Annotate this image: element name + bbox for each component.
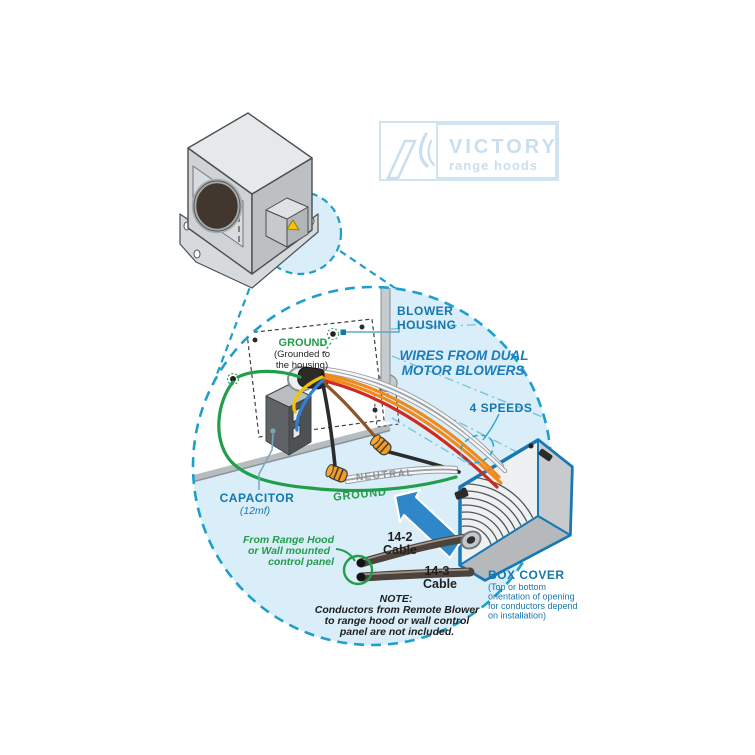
ground-wire-label: GROUND [333,486,388,504]
cable-end-2 [356,573,366,581]
wires [217,366,508,493]
callout-line-left [201,265,260,412]
blower-top-face [187,112,313,195]
logo-outer-border [379,121,559,181]
box-cover-label-1: BOX COVER [488,568,565,582]
unit-junction-box [265,197,309,248]
orange-wire-2 [323,376,503,485]
victory-leaf-icon [386,132,436,180]
ground-housing-label-1: GROUND [279,337,328,349]
from-range-hood-label-2: or Wall mounted [248,545,331,557]
ground-housing-label-2: (Grounded to [274,349,330,360]
annotation-shapes [258,327,500,586]
capacitor-label: CAPACITOR [220,491,295,505]
red-wire [323,379,499,489]
four-speeds-label: 4 SPEEDS [470,401,533,415]
neutral-label: NEUTRAL [356,467,415,483]
ground-screw-top [327,328,339,340]
note-label-3: to range hood or wall control [325,615,471,627]
box-connector-stub [538,448,553,462]
cable-ends-circle [342,554,374,586]
ground-wire-stub [236,369,302,379]
yellow-wire [292,375,324,414]
note-label-2: Conductors from Remote Blower [315,604,480,616]
wire-nut-2 [369,434,392,456]
supply-cables [356,533,475,582]
wires-from-dual-label-1: WIRES FROM DUAL [400,348,529,363]
cable-14-3 [356,567,475,582]
box-cover-label-3: orientation of opening [488,592,575,602]
from-range-hood-label-1: From Range Hood [243,534,335,546]
orange-wire-1 [324,373,501,479]
white-wires-top [323,366,508,474]
cable-entry-ring [460,530,482,550]
wire-nut-1 [325,463,348,483]
brown-wire [322,381,380,442]
ground-label-leaders [320,336,333,354]
cable-14-2-label-1: 14-2 [387,530,412,544]
housing-corner-edge [380,287,391,390]
blue-wire [295,378,325,432]
neutral-wires [343,465,459,485]
logo-tagline: range hoods [449,158,538,173]
capacitor-value-label: (12mf) [240,505,270,517]
note-label-1: NOTE: [380,593,413,605]
ground-housing-label-3: the housing) [276,360,328,371]
text-labels: BLOWER HOUSING WIRES FROM DUAL MOTOR BLO… [220,304,578,638]
remote-blower-unit [179,112,319,289]
wires-from-dual-label-2: MOTOR BLOWERS [402,363,525,378]
capacitor [265,384,312,456]
cable-14-2 [356,533,471,568]
from-range-hood-leader [335,548,356,562]
box-cover-label-2: (Top or bottom [488,582,546,592]
cable-14-3-label-1: 14-3 [424,564,449,578]
warning-triangle-icon [286,219,300,231]
capacitor-leader [258,433,274,490]
blower-housing-leader-dot [340,329,346,335]
blower-housing-label-1: BLOWER [397,304,453,318]
blower-housing-label-2: HOUSING [397,318,457,332]
ground-wire [217,380,458,493]
box-connector-stub-2 [454,488,469,500]
four-speeds-leader [482,413,500,441]
cable-14-3-label-2: Cable [423,577,457,591]
note-label-4: panel are not included. [339,626,454,638]
four-speeds-circle [459,434,495,464]
from-range-hood-label-3: control panel [268,556,335,568]
logo-inner-border [436,123,557,179]
black-wire [321,383,337,468]
capacitor-leader-dot [270,428,276,434]
victory-logo: VICTORY range hoods [379,121,559,181]
box-cover-label-4: for conductors depend [488,601,578,611]
cable-end-1 [356,559,366,567]
wall-mounting-plate [246,318,400,438]
blower-housing-leader [345,327,400,333]
box-cover-label-5: on installation) [488,611,546,621]
logo-name: VICTORY [449,136,558,158]
box-screw-top [528,443,534,449]
cable-14-2-label-2: Cable [383,543,417,557]
